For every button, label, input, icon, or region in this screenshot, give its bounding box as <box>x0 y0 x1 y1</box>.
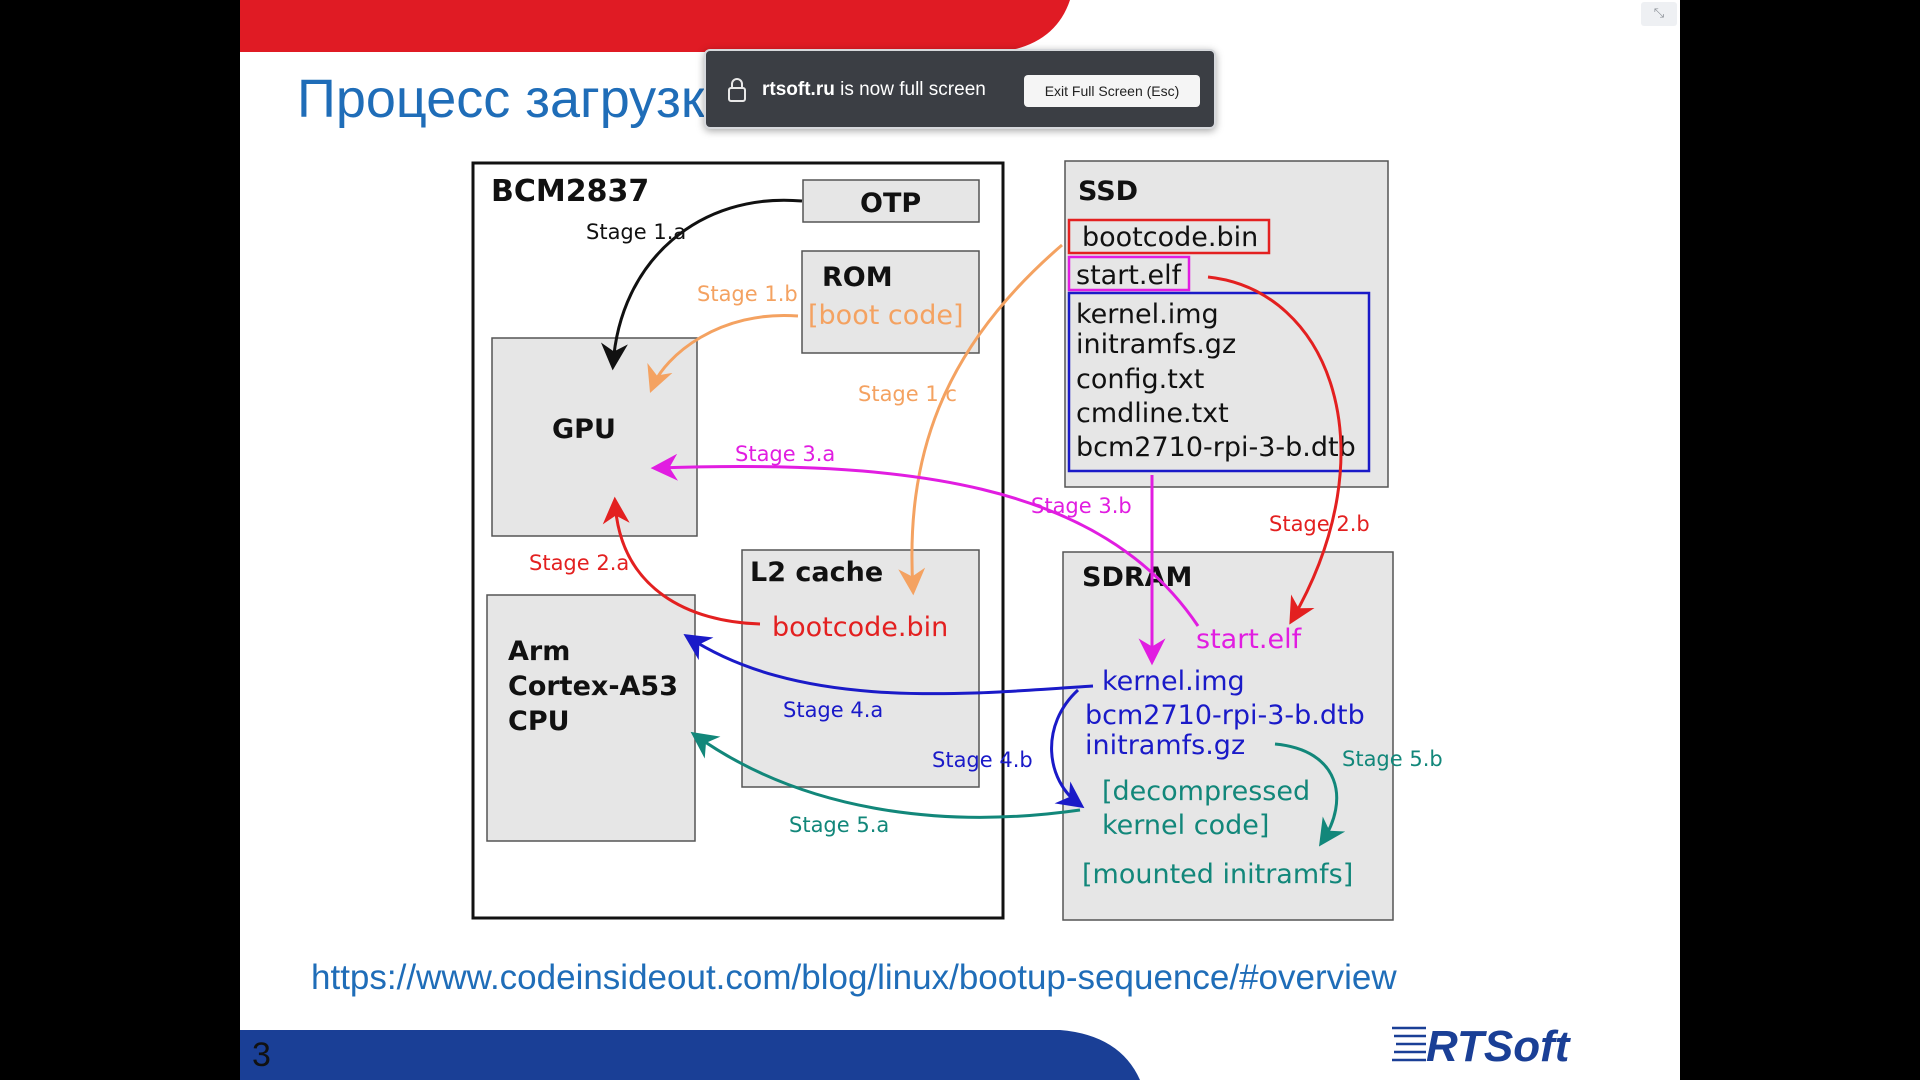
stage-5b-label: Stage 5.b <box>1342 747 1443 771</box>
ssd-file-initramfs: initramfs.gz <box>1076 329 1236 360</box>
top-red-band <box>240 0 1070 52</box>
cpu-line-2: Cortex-A53 <box>508 671 678 702</box>
sdram-initramfs: initramfs.gz <box>1085 730 1245 761</box>
stage-1c-label: Stage 1.c <box>858 382 957 406</box>
rom-box <box>801 250 980 354</box>
stage-2a-label: Stage 2.a <box>529 551 629 575</box>
ssd-title: SSD <box>1078 176 1138 207</box>
otp-box <box>802 179 980 223</box>
sdram-mounted-initramfs: [mounted initramfs] <box>1082 859 1353 890</box>
bcm2837-title: BCM2837 <box>491 174 649 209</box>
stage-4b-label: Stage 4.b <box>932 748 1033 772</box>
source-link[interactable]: https://www.codeinsideout.com/blog/linux… <box>311 958 1397 997</box>
stage-4a-label: Stage 4.a <box>783 698 883 722</box>
arrow-stage-4b <box>1050 688 1085 809</box>
otp-label: OTP <box>860 188 921 219</box>
lock-icon <box>728 78 746 102</box>
page-number: 3 <box>252 1036 271 1074</box>
arrow-stage-1b <box>647 313 799 394</box>
stage-1a-label: Stage 1.a <box>586 220 686 244</box>
cpu-line-3: CPU <box>508 706 570 737</box>
arrow-stage-2b <box>1207 275 1343 625</box>
fullscreen-notification: rtsoft.ru is now full screen Exit Full S… <box>704 49 1216 129</box>
arrow-stage-5a <box>690 731 1081 819</box>
sdram-decompressed-1: [decompressed <box>1102 776 1310 807</box>
cpu-box <box>486 594 696 842</box>
stage-3b-label: Stage 3.b <box>1031 494 1132 518</box>
l2-bootcode: bootcode.bin <box>772 612 948 643</box>
arrow-stage-2a <box>602 496 761 626</box>
ssd-bootcode-outline <box>1067 218 1271 255</box>
arrow-stage-5b <box>1274 742 1346 847</box>
ssd-kernel-files-outline <box>1067 291 1371 473</box>
ssd-file-kernel-img: kernel.img <box>1076 299 1219 330</box>
bottom-blue-band <box>240 1030 1140 1080</box>
arrow-stage-1a <box>600 198 803 371</box>
stage-1b-label: Stage 1.b <box>697 282 798 306</box>
fullscreen-message: rtsoft.ru is now full screen <box>762 79 986 101</box>
logo-text: RTSoft <box>1426 1022 1572 1071</box>
collapse-icon: ⤡ <box>1653 6 1665 21</box>
gpu-label: GPU <box>552 414 616 445</box>
cpu-line-1: Arm <box>508 636 570 667</box>
sdram-startelf: start.elf <box>1196 624 1303 655</box>
ssd-file-dtb: bcm2710-rpi-3-b.dtb <box>1076 432 1356 463</box>
l2-cache-title: L2 cache <box>750 557 883 588</box>
arrow-stage-1c <box>898 243 1063 596</box>
l2-cache-box <box>741 549 980 788</box>
exit-fullscreen-button[interactable]: Exit Full Screen (Esc) <box>1024 75 1200 107</box>
sdram-decompressed-2: kernel code] <box>1102 810 1269 841</box>
ssd-startelf: start.elf <box>1076 260 1183 291</box>
ssd-bootcode: bootcode.bin <box>1082 222 1258 253</box>
stage-3a-label: Stage 3.a <box>735 442 835 466</box>
presentation-slide: Процесс загрузки ARM BCM2837 OTP ROM [bo… <box>240 0 1680 1080</box>
stage-5a-label: Stage 5.a <box>789 813 889 837</box>
sdram-title: SDRAM <box>1082 562 1192 593</box>
fullscreen-domain: rtsoft.ru <box>762 79 835 100</box>
boot-process-diagram: BCM2837 OTP ROM [boot code] GPU L2 cache… <box>471 160 1443 921</box>
rom-boot-code: [boot code] <box>808 300 964 331</box>
stage-2b-label: Stage 2.b <box>1269 512 1370 536</box>
sdram-box <box>1062 551 1394 921</box>
ssd-startelf-outline <box>1067 255 1191 292</box>
arrow-stage-4a <box>683 634 1094 696</box>
ssd-file-config: config.txt <box>1076 364 1204 395</box>
fullscreen-text: is now full screen <box>834 79 986 100</box>
sdram-dtb: bcm2710-rpi-3-b.dtb <box>1085 700 1365 731</box>
rtsoft-logo: RTSoft <box>1392 1022 1572 1071</box>
sdram-kernel-img: kernel.img <box>1102 666 1245 697</box>
ssd-file-cmdline: cmdline.txt <box>1076 398 1229 429</box>
ssd-box <box>1064 160 1389 488</box>
collapse-fullscreen-button[interactable]: ⤡ <box>1641 2 1677 26</box>
rom-title: ROM <box>822 262 893 293</box>
